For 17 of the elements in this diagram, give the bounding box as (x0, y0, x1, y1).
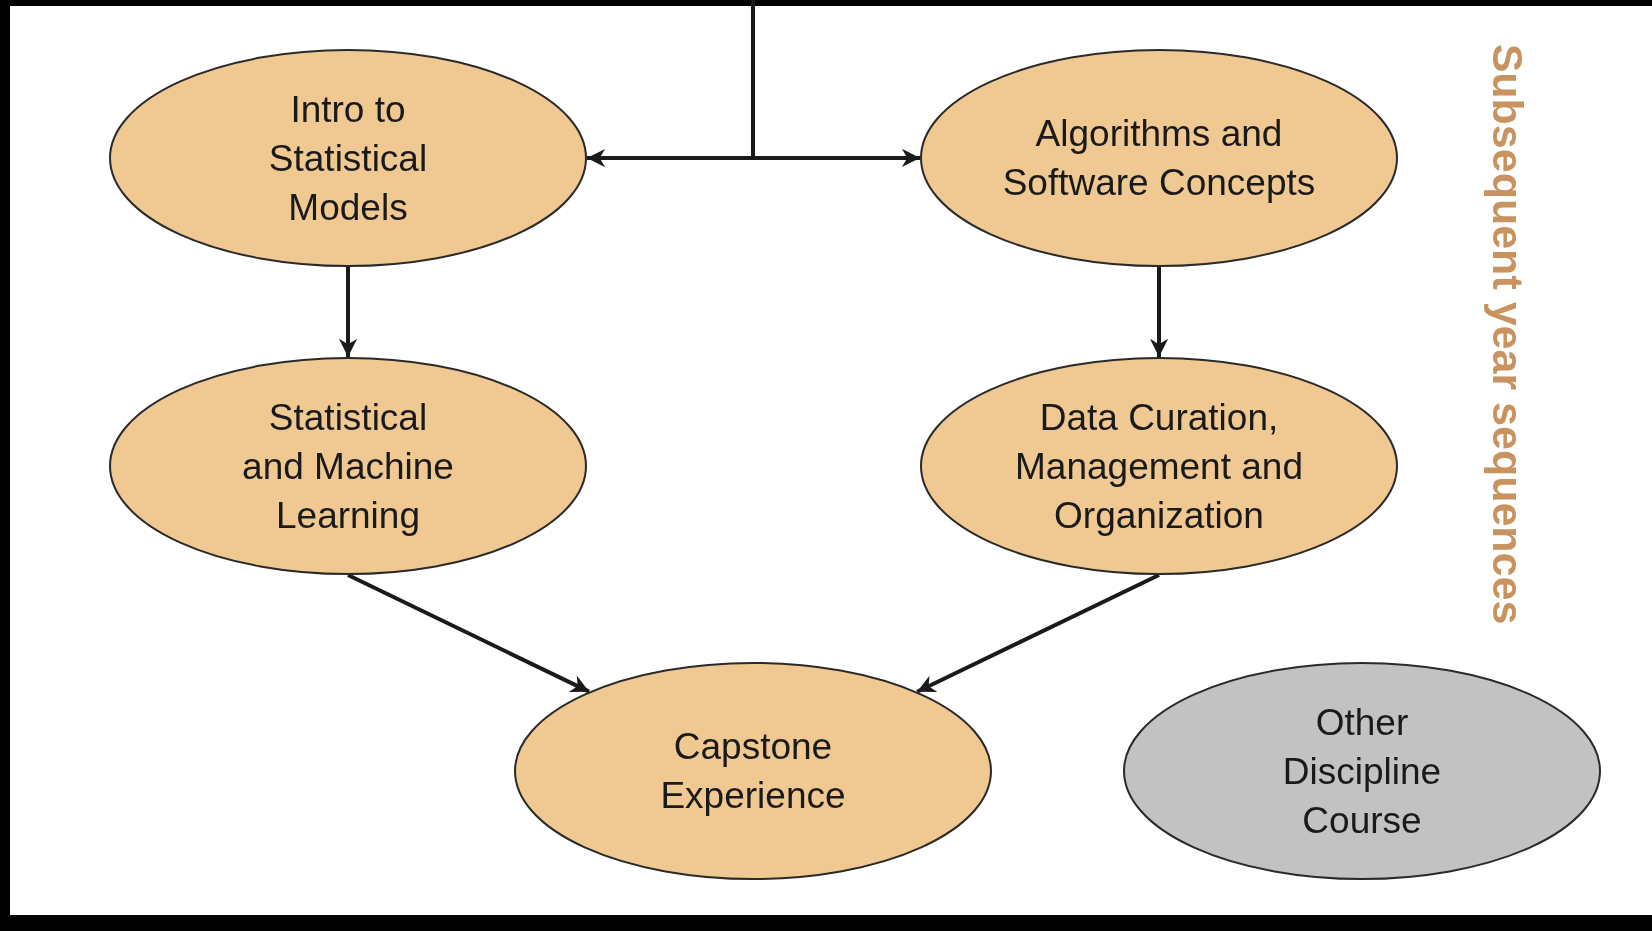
course-name: Data Curation, Management and Organization (1014, 395, 1304, 538)
course-ellipse (514, 662, 992, 880)
course-ellipse (1123, 662, 1601, 880)
section-label: Subsequent year sequences (1482, 43, 1532, 625)
course-ellipse (920, 357, 1398, 575)
arrow (347, 573, 590, 694)
course-ellipse (920, 49, 1398, 267)
course-ellipse (109, 49, 587, 267)
course-name: Algorithms and Software Concepts (1001, 112, 1317, 205)
arrow (1149, 267, 1169, 358)
course-name: Other Discipline Course (1281, 700, 1443, 843)
course-name: Intro to Statistical Models (267, 87, 429, 230)
arrow (338, 267, 358, 358)
course-name: Capstone Experience (659, 725, 847, 818)
arrow (916, 573, 1160, 694)
course-ellipse (109, 357, 587, 575)
course-name: Statistical and Machine Learning (241, 395, 455, 538)
